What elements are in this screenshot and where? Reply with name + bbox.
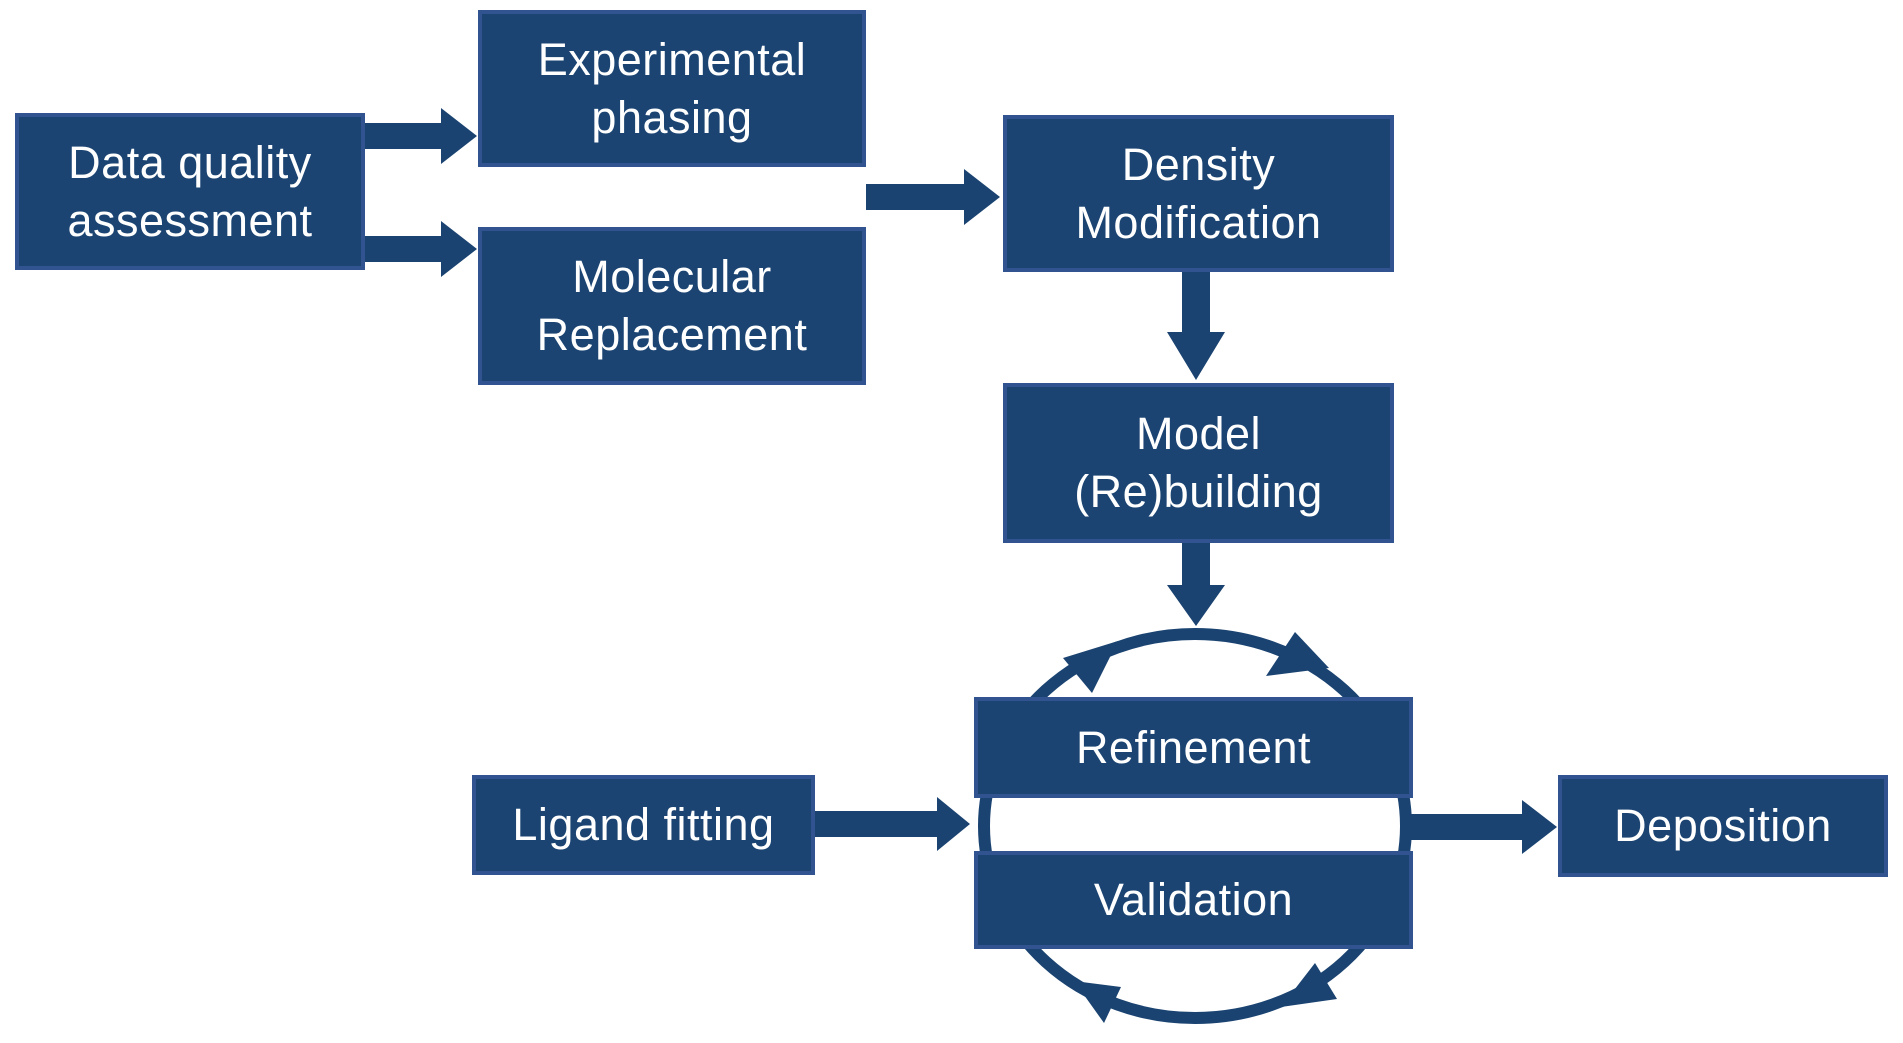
arrow-cycle-to-deposition xyxy=(1408,800,1557,854)
node-label: Data quality assessment xyxy=(67,136,313,246)
node-data-quality-assessment: Data quality assessment xyxy=(15,113,365,270)
node-label: Density Modification xyxy=(1075,138,1322,248)
node-label: Refinement xyxy=(1075,721,1312,773)
node-label: Experimental phasing xyxy=(537,33,807,143)
node-validation: Validation xyxy=(974,851,1413,949)
arrow-ligand-to-cycle xyxy=(815,797,970,851)
arrow-data-to-molecular-replacement xyxy=(358,221,477,277)
arrow-data-to-experimental-phasing xyxy=(358,108,477,164)
node-label: Deposition xyxy=(1614,800,1832,851)
node-refinement: Refinement xyxy=(974,697,1413,798)
cycle-arrowhead-lower-right xyxy=(1281,963,1337,1007)
node-label: Ligand fitting xyxy=(512,799,775,850)
arrow-model-to-cycle xyxy=(1167,543,1225,626)
node-model-rebuilding: Model (Re)building xyxy=(1003,383,1394,543)
cycle-ring xyxy=(978,628,1412,1024)
cycle-arrowhead-upper-right xyxy=(1266,632,1329,676)
node-ligand-fitting: Ligand fitting xyxy=(472,775,815,875)
node-density-modification: Density Modification xyxy=(1003,115,1394,272)
node-label: Model (Re)building xyxy=(1074,408,1323,517)
cycle-arrowhead-upper-left xyxy=(1063,641,1118,693)
node-molecular-replacement: Molecular Replacement xyxy=(478,227,866,385)
arrow-phasing-to-density-modification xyxy=(866,169,1000,225)
node-deposition: Deposition xyxy=(1558,775,1888,877)
node-label: Validation xyxy=(1093,874,1294,925)
node-label: Molecular Replacement xyxy=(536,251,808,360)
node-experimental-phasing: Experimental phasing xyxy=(478,10,866,167)
arrow-density-to-model-rebuilding xyxy=(1167,272,1225,380)
cycle-arrowhead-lower-left xyxy=(1074,981,1121,1023)
